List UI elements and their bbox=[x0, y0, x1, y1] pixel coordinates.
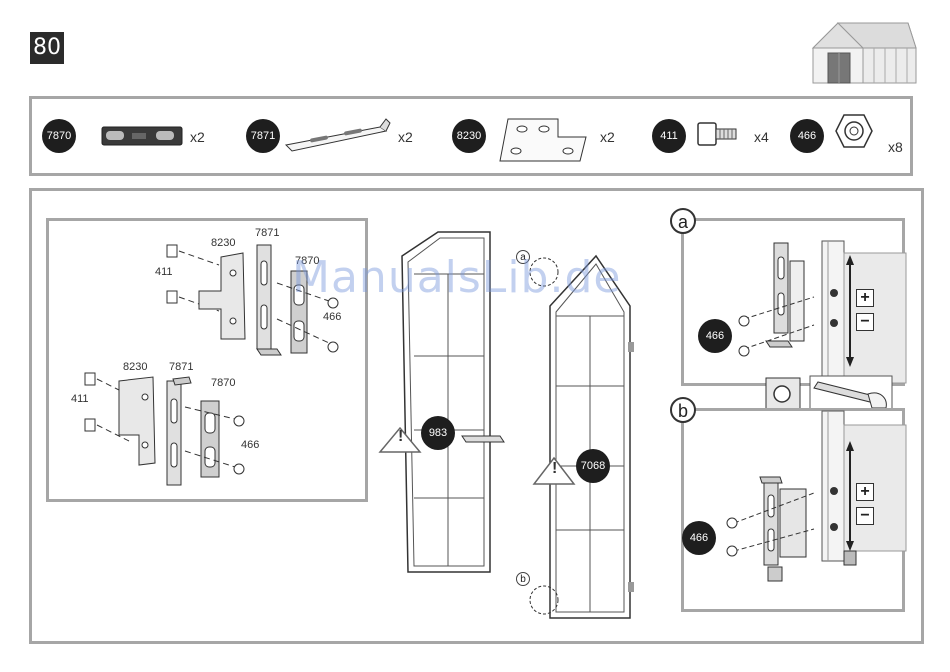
part-callout-466: 466 bbox=[698, 319, 732, 353]
part-code-badge: 411 bbox=[652, 119, 686, 153]
part-411: 411 x4 bbox=[650, 99, 780, 173]
step-number: 80 bbox=[30, 32, 64, 64]
detail-marker-b: b bbox=[516, 572, 530, 586]
part-qty: x2 bbox=[398, 129, 413, 145]
part-466: 466 x8 bbox=[788, 99, 913, 173]
part-qty: x2 bbox=[190, 129, 205, 145]
nut-466-icon bbox=[834, 111, 874, 151]
detail-b-panel: + − 466 bbox=[681, 408, 905, 612]
label-8230: 8230 bbox=[123, 361, 147, 373]
part-qty: x2 bbox=[600, 129, 615, 145]
detail-a-drawing bbox=[684, 221, 908, 389]
parts-list: 7870 x2 7871 x2 8230 x2 411 bbox=[29, 96, 913, 176]
minus-icon: − bbox=[856, 507, 874, 525]
part-callout-7068: 7068 bbox=[576, 449, 610, 483]
part-7870: 7870 x2 bbox=[40, 99, 220, 173]
detail-label-a: a bbox=[670, 208, 696, 234]
label-7871: 7871 bbox=[169, 361, 193, 373]
plate-8230-icon bbox=[494, 113, 594, 165]
part-qty: x4 bbox=[754, 129, 769, 145]
part-qty: x8 bbox=[888, 139, 903, 155]
part-code-badge: 7870 bbox=[42, 119, 76, 153]
part-callout-466: 466 bbox=[682, 521, 716, 555]
part-code-badge: 8230 bbox=[452, 119, 486, 153]
greenhouse-icon bbox=[808, 8, 918, 88]
plus-icon: + bbox=[856, 289, 874, 307]
part-8230: 8230 x2 bbox=[450, 99, 630, 173]
part-7871: 7871 x2 bbox=[244, 99, 424, 173]
plus-icon: + bbox=[856, 483, 874, 501]
minus-icon: − bbox=[856, 313, 874, 331]
warning-icon: ! bbox=[552, 460, 557, 478]
detail-label-b: b bbox=[670, 397, 696, 423]
bolt-411-icon bbox=[696, 121, 746, 151]
label-466: 466 bbox=[241, 439, 259, 451]
warning-icon: ! bbox=[398, 428, 403, 446]
detail-a-panel: + − 466 bbox=[681, 218, 905, 386]
part-code-badge: 466 bbox=[790, 119, 824, 153]
bracket-7870-icon bbox=[100, 121, 190, 155]
part-code-badge: 7871 bbox=[246, 119, 280, 153]
part-callout-983: 983 bbox=[421, 416, 455, 450]
strap-7871-icon bbox=[282, 117, 392, 157]
detail-b-drawing bbox=[684, 411, 908, 615]
label-7870: 7870 bbox=[211, 377, 235, 389]
label-411: 411 bbox=[71, 393, 89, 405]
watermark-text: ManualsLib.de bbox=[292, 252, 621, 303]
